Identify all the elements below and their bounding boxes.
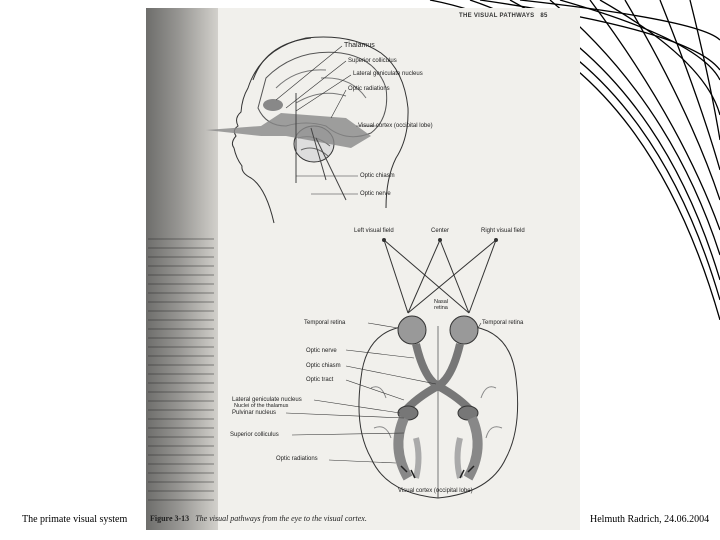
label-superior-colliculus: Superior colliculus [230, 432, 279, 438]
label-superior-colliculus-top: Superior colliculus [348, 58, 397, 64]
label-optic-chiasm-top: Optic chiasm [360, 173, 395, 179]
label-optic-radiations-top: Optic radiations [348, 86, 390, 92]
label-optic-tract: Optic tract [306, 377, 333, 383]
label-nasal-retina: Nasal retina [428, 300, 454, 311]
label-left-visual-field: Left visual field [354, 228, 394, 234]
label-thalamus: Thalamus [344, 42, 375, 49]
figure-caption: Figure 3-13 The visual pathways from the… [150, 514, 367, 523]
label-center: Center [431, 228, 449, 234]
brain-diagram [359, 239, 518, 499]
label-temporal-retina-left: Temporal retina [304, 320, 345, 326]
label-right-visual-field: Right visual field [481, 228, 525, 234]
label-optic-nerve-top: Optic nerve [360, 191, 391, 197]
label-temporal-retina-right: Temporal retina [482, 320, 523, 326]
label-optic-radiations: Optic radiations [276, 456, 318, 462]
label-optic-chiasm: Optic chiasm [306, 363, 341, 369]
footer-title: The primate visual system [22, 514, 127, 525]
label-nuclei-of-thalamus: Nuclei of the thalamus [234, 404, 288, 410]
scanned-book-page: THE VISUAL PATHWAYS 85 [146, 8, 580, 530]
footer-author-date: Helmuth Radrich, 24.06.2004 [590, 514, 709, 525]
label-visual-cortex-top: Visual cortex (occipital lobe) [358, 123, 433, 129]
label-visual-cortex: Visual cortex (occipital lobe) [398, 488, 473, 494]
label-lgn-top: Lateral geniculate nucleus [353, 71, 423, 77]
label-optic-nerve: Optic nerve [306, 348, 337, 354]
label-pulvinar: Pulvinar nucleus [232, 410, 276, 416]
label-lgn: Lateral geniculate nucleus [232, 397, 302, 403]
